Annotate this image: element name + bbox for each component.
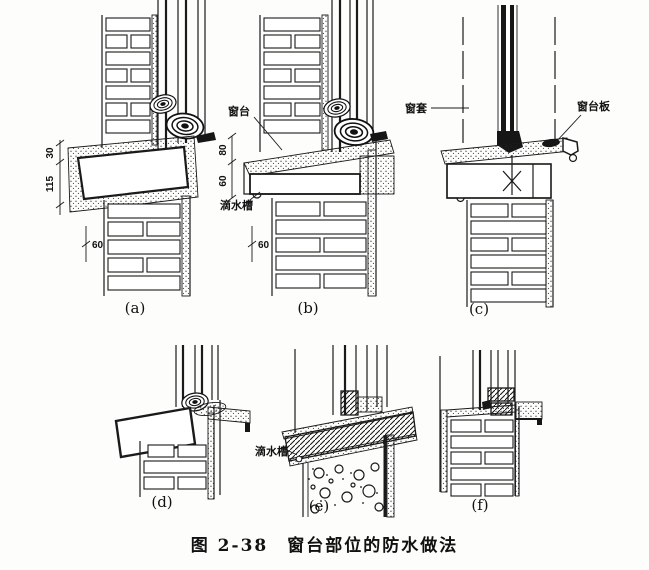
wood-sill-members xyxy=(147,91,216,143)
brick-wall-upper xyxy=(259,14,329,152)
brick-wall-upper xyxy=(101,14,158,148)
drip-groove xyxy=(295,455,303,463)
wood-sill-member xyxy=(340,390,359,416)
wood-sill-member xyxy=(487,387,515,402)
panel-caption-d: (d) xyxy=(151,493,172,511)
panel-caption-a: (a) xyxy=(125,299,146,317)
window-casing-lines xyxy=(462,17,556,143)
dim-60-ledge: 60 xyxy=(258,240,270,251)
dimension-60-ledge: 60 xyxy=(247,226,270,262)
dimension-30-115: 30 115 xyxy=(45,139,65,215)
brick-wall-lower xyxy=(466,199,554,308)
mortar-block xyxy=(357,396,383,413)
aggregate-concrete-wall xyxy=(302,434,395,518)
dimension-60: 60 xyxy=(81,226,104,262)
flashing xyxy=(370,131,388,142)
dim-115: 115 xyxy=(45,175,56,192)
tilted-brick-sill xyxy=(114,406,197,459)
panel-caption-c: (c) xyxy=(469,300,489,318)
sill-board xyxy=(542,137,579,163)
figure-caption: 图 2-38 窗台部位的防水做法 xyxy=(190,536,459,556)
flashing xyxy=(196,132,216,143)
window-casing-label: 窗套 xyxy=(405,101,469,115)
window-frame xyxy=(497,5,523,153)
dim-60: 60 xyxy=(92,240,104,251)
concrete-sill-slab xyxy=(281,406,418,467)
panel-b-drawing: 窗台 滴水槽 80 60 60 (b) xyxy=(218,0,395,317)
brick-wall-lower xyxy=(139,400,221,500)
outer-wall-face xyxy=(439,356,448,493)
brick-wall-lower xyxy=(450,406,520,497)
plastered-sill xyxy=(243,139,395,199)
drip-groove-label: 滴水槽 xyxy=(255,444,298,458)
panel-f-drawing: (f) xyxy=(439,350,543,514)
drip-groove-label-text: 滴水槽 xyxy=(220,198,253,212)
anchor-x-mark xyxy=(502,155,522,195)
sill-board-label: 窗台板 xyxy=(554,99,611,144)
panel-caption-f: (f) xyxy=(471,496,488,514)
drip-groove xyxy=(446,164,551,203)
drip-groove-label-text: 滴水槽 xyxy=(255,444,288,458)
brick-wall-lower xyxy=(103,195,191,297)
tilted-brick-sill xyxy=(67,135,199,213)
panel-c-drawing: 窗套 窗台板 (c) xyxy=(405,5,611,318)
brick-wall-lower xyxy=(271,140,377,297)
dimension-80-60: 80 60 xyxy=(218,132,237,202)
dim-80: 80 xyxy=(218,144,229,156)
sill-slab xyxy=(440,137,572,203)
drip-groove xyxy=(243,163,360,199)
window-frame xyxy=(472,350,516,496)
drip-groove-label: 滴水槽 xyxy=(220,191,261,212)
panel-a-drawing: 30 115 60 (a) xyxy=(45,0,216,317)
casing-label-text: 窗套 xyxy=(405,101,428,115)
panel-caption-b: (b) xyxy=(297,299,318,317)
wood-sill-members xyxy=(321,95,388,148)
panel-d-drawing: (d) xyxy=(114,345,251,511)
dim-60: 60 xyxy=(218,175,229,187)
dim-30: 30 xyxy=(45,147,56,159)
window-sill-label: 窗台 xyxy=(228,104,250,118)
sill-board xyxy=(515,401,543,425)
sill-label: 窗台 xyxy=(228,104,283,151)
panel-e-drawing: 滴水槽 (e) xyxy=(255,345,418,518)
sill-board-label-text: 窗台板 xyxy=(577,99,611,113)
panel-caption-e: (e) xyxy=(309,497,330,515)
